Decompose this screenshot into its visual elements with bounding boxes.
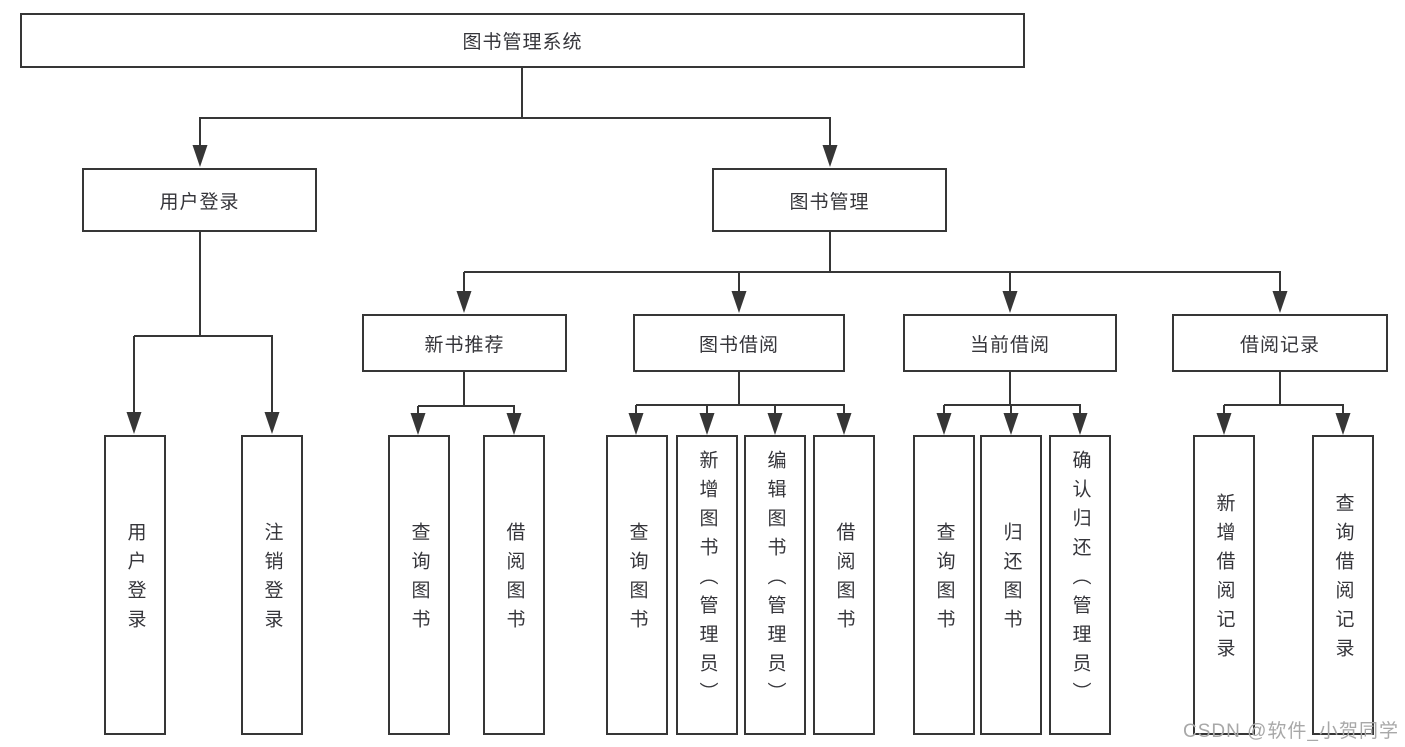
- arrowhead: [410, 413, 426, 435]
- arrowhead: [1216, 413, 1232, 435]
- node-leaf-confirm-return-admin: 确认归还（管理员）: [1049, 435, 1111, 735]
- arrowhead: [192, 145, 208, 167]
- node-label: 查询图书: [626, 522, 648, 638]
- node-leaf-query-borrow-record: 查询借阅记录: [1312, 435, 1374, 735]
- node-label: 借阅记录: [1239, 334, 1320, 356]
- node-label: 注销登录: [261, 522, 283, 638]
- node-label: 当前借阅: [969, 334, 1050, 356]
- node-label: 确认归还（管理员）: [1069, 449, 1091, 711]
- arrowhead: [1272, 291, 1288, 313]
- arrowhead: [1072, 413, 1088, 435]
- node-label: 用户登录: [159, 191, 240, 213]
- node-leaf-user-login: 用户登录: [104, 435, 166, 735]
- node-leaf-add-book-admin: 新增图书（管理员）: [676, 435, 738, 735]
- arrowhead: [126, 412, 142, 434]
- node-label: 查询借阅记录: [1332, 493, 1354, 667]
- node-leaf-borrow-books: 借阅图书: [813, 435, 875, 735]
- node-book-borrowing: 图书借阅: [633, 314, 845, 372]
- arrowhead: [699, 413, 715, 435]
- node-label: 新书推荐: [424, 334, 505, 356]
- node-library-management-system: 图书管理系统: [20, 13, 1025, 68]
- node-label: 查询图书: [408, 522, 430, 638]
- node-book-management: 图书管理: [712, 168, 947, 232]
- arrowhead: [1002, 291, 1018, 313]
- arrowhead: [628, 413, 644, 435]
- node-new-book-recommendation: 新书推荐: [362, 314, 567, 372]
- arrowhead: [1003, 413, 1019, 435]
- node-leaf-query-books-borrowing: 查询图书: [606, 435, 668, 735]
- node-label: 归还图书: [1000, 522, 1022, 638]
- node-label: 借阅图书: [833, 522, 855, 638]
- arrowhead: [731, 291, 747, 313]
- arrowhead: [506, 413, 522, 435]
- arrowhead: [1335, 413, 1351, 435]
- node-leaf-edit-book-admin: 编辑图书（管理员）: [744, 435, 806, 735]
- node-label: 图书管理系统: [462, 32, 583, 53]
- node-user-login: 用户登录: [82, 168, 317, 232]
- node-label: 新增图书（管理员）: [696, 449, 718, 711]
- node-leaf-logout: 注销登录: [241, 435, 303, 735]
- arrowhead: [836, 413, 852, 435]
- node-label: 新增借阅记录: [1213, 493, 1235, 667]
- arrowhead: [936, 413, 952, 435]
- arrowhead: [767, 413, 783, 435]
- arrowhead: [822, 145, 838, 167]
- node-leaf-return-book: 归还图书: [980, 435, 1042, 735]
- arrowhead: [456, 291, 472, 313]
- node-label: 编辑图书（管理员）: [764, 449, 786, 711]
- node-label: 图书管理: [789, 191, 870, 213]
- node-borrowing-records: 借阅记录: [1172, 314, 1388, 372]
- arrowhead: [264, 412, 280, 434]
- watermark: CSDN @软件_小贺同学: [1183, 721, 1399, 742]
- node-label: 图书借阅: [698, 334, 779, 356]
- node-label: 查询图书: [933, 522, 955, 638]
- node-label: 用户登录: [124, 522, 146, 638]
- node-leaf-query-books-current: 查询图书: [913, 435, 975, 735]
- node-leaf-add-borrow-record: 新增借阅记录: [1193, 435, 1255, 735]
- node-label: 借阅图书: [503, 522, 525, 638]
- node-leaf-borrow-books-recommend: 借阅图书: [483, 435, 545, 735]
- node-current-borrowing: 当前借阅: [903, 314, 1117, 372]
- node-leaf-query-books-recommend: 查询图书: [388, 435, 450, 735]
